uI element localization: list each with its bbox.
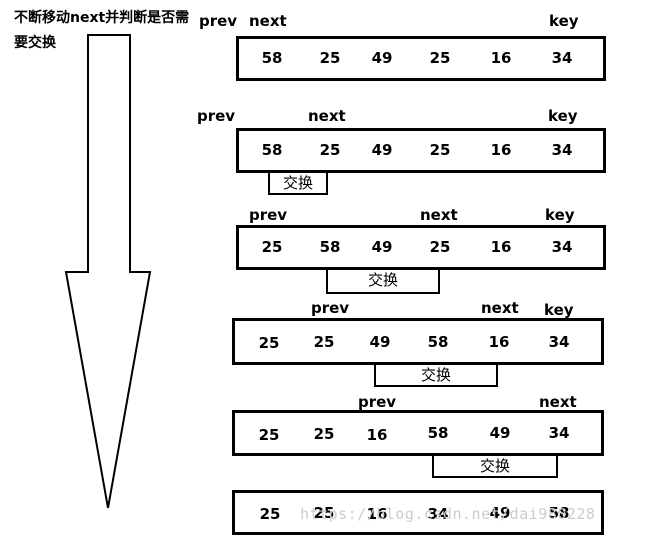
key-pointer: key — [549, 12, 579, 30]
swap-label: 交换 — [326, 270, 440, 294]
array-row: 25 25 16 58 49 34 — [232, 410, 604, 456]
array-cell: 34 — [551, 141, 573, 159]
array-cell: 49 — [369, 333, 391, 351]
swap-label: 交换 — [432, 456, 558, 478]
array-row: 25 58 49 25 16 34 — [236, 225, 606, 270]
array-row: 58 25 49 25 16 34 — [236, 36, 606, 81]
array-cell: 25 — [313, 333, 335, 351]
array-cell: 16 — [490, 49, 512, 67]
array-cell: 34 — [548, 424, 570, 442]
array-cell: 25 — [429, 141, 451, 159]
array-cell: 34 — [551, 238, 573, 256]
array-cell: 25 — [261, 238, 283, 256]
array-cell: 25 — [259, 505, 281, 523]
array-cell: 25 — [429, 238, 451, 256]
array-cell: 16 — [490, 141, 512, 159]
array-cell: 58 — [427, 333, 449, 351]
prev-pointer: prev — [311, 299, 350, 317]
array-cell: 16 — [366, 426, 388, 444]
swap-label: 交换 — [374, 365, 498, 387]
next-pointer: next — [249, 12, 287, 30]
array-cell: 25 — [258, 334, 280, 352]
array-cell: 25 — [319, 141, 341, 159]
array-cell: 16 — [366, 505, 388, 523]
array-row: 58 25 49 25 16 34 — [236, 128, 606, 173]
prev-pointer: prev — [199, 12, 238, 30]
array-cell: 58 — [261, 141, 283, 159]
next-pointer: next — [539, 393, 577, 411]
key-pointer: key — [548, 107, 578, 125]
prev-pointer: prev — [358, 393, 397, 411]
prev-pointer: prev — [249, 206, 288, 224]
array-cell: 58 — [261, 49, 283, 67]
diagram-caption: 不断移动next并判断是否需要交换 — [14, 10, 190, 51]
array-cell: 49 — [371, 141, 393, 159]
prev-pointer: prev — [197, 107, 236, 125]
key-pointer: key — [545, 206, 575, 224]
array-cell: 16 — [488, 333, 510, 351]
next-pointer: next — [481, 299, 519, 317]
array-cell: 25 — [313, 504, 335, 522]
array-cell: 25 — [319, 49, 341, 67]
array-cell: 49 — [489, 424, 511, 442]
array-cell: 25 — [429, 49, 451, 67]
array-cell: 58 — [427, 424, 449, 442]
array-cell: 25 — [258, 426, 280, 444]
down-arrow-icon — [64, 34, 152, 509]
array-row: 25 25 49 58 16 34 — [232, 318, 604, 365]
next-pointer: next — [308, 107, 346, 125]
array-cell: 16 — [490, 238, 512, 256]
array-row: 25 25 16 34 49 58 — [232, 490, 604, 535]
array-cell: 34 — [427, 505, 449, 523]
array-cell: 58 — [548, 504, 570, 522]
array-cell: 34 — [548, 333, 570, 351]
array-cell: 49 — [371, 49, 393, 67]
array-cell: 25 — [313, 425, 335, 443]
array-cell: 49 — [489, 504, 511, 522]
watermark: https://blog.csdn.net/dai980228 — [300, 505, 596, 523]
array-cell: 34 — [551, 49, 573, 67]
array-cell: 58 — [319, 238, 341, 256]
key-pointer: key — [544, 301, 574, 319]
array-cell: 49 — [371, 238, 393, 256]
swap-label: 交换 — [268, 173, 328, 195]
next-pointer: next — [420, 206, 458, 224]
